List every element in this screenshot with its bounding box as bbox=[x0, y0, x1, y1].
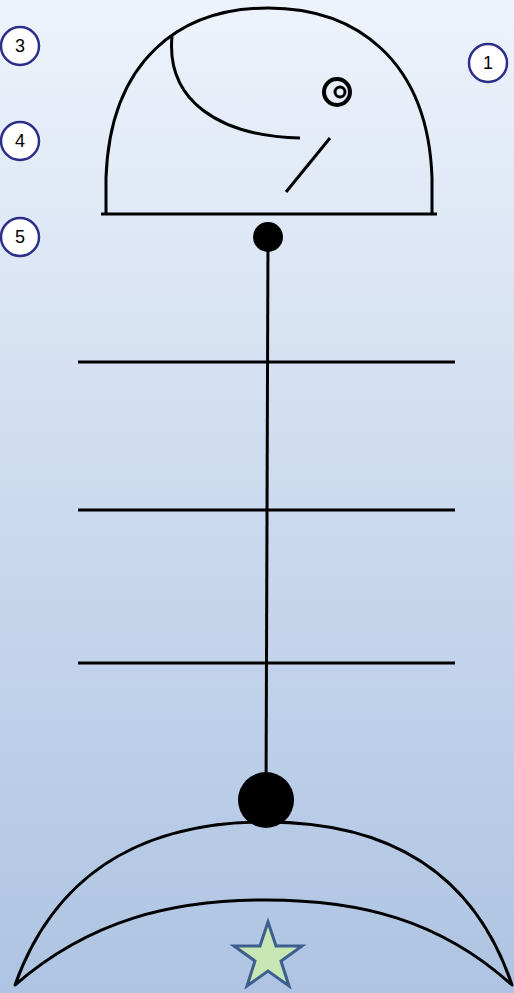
gill-curve bbox=[172, 36, 300, 138]
eye-outer bbox=[324, 79, 350, 105]
callout-circle bbox=[1, 218, 39, 256]
callout-number: 5 bbox=[15, 228, 25, 246]
callout-circles bbox=[1, 27, 507, 256]
eye-inner bbox=[335, 87, 345, 97]
callout-circle bbox=[1, 122, 39, 160]
rib bbox=[78, 361, 455, 364]
rib bbox=[78, 509, 455, 512]
tail-dot bbox=[238, 772, 294, 828]
callout-number: 3 bbox=[15, 37, 25, 55]
callout-number: 1 bbox=[483, 54, 493, 72]
callout-number: 4 bbox=[15, 132, 25, 150]
tail-crescent bbox=[15, 822, 512, 985]
mouth-line bbox=[286, 138, 330, 192]
callout-circle bbox=[469, 44, 507, 82]
rib bbox=[78, 662, 455, 665]
callout-circle bbox=[1, 27, 39, 65]
head-outline bbox=[106, 8, 432, 214]
spine bbox=[266, 237, 268, 800]
ribs bbox=[78, 362, 455, 663]
fish-head bbox=[101, 8, 437, 214]
head-base bbox=[101, 213, 437, 216]
star-symbol bbox=[234, 922, 302, 986]
